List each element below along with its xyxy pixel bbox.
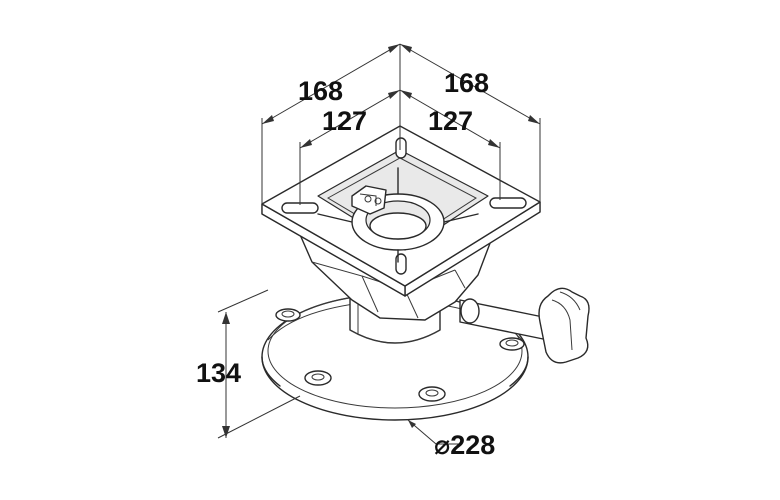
release-latch: [351, 185, 387, 215]
mounting-hole: [418, 386, 446, 402]
dimension-labels: 168 168 127 127 134 ⌀228: [196, 68, 495, 460]
slot-right: [489, 197, 527, 209]
dim-168-right: 168: [444, 68, 489, 98]
dim-134-height: 134: [196, 358, 241, 388]
mounting-hole: [304, 370, 332, 386]
dimension-arrows: [222, 44, 540, 438]
dim-228-diameter: ⌀228: [434, 430, 495, 460]
locking-knob: [459, 287, 590, 364]
mounting-hole: [275, 308, 301, 322]
base-mounting-holes: [275, 308, 525, 402]
slot-top: [395, 137, 407, 159]
dim-127-right: 127: [428, 106, 473, 136]
dim-168-left: 168: [298, 76, 343, 106]
dim-127-left: 127: [322, 106, 367, 136]
mounting-hole: [499, 337, 525, 351]
